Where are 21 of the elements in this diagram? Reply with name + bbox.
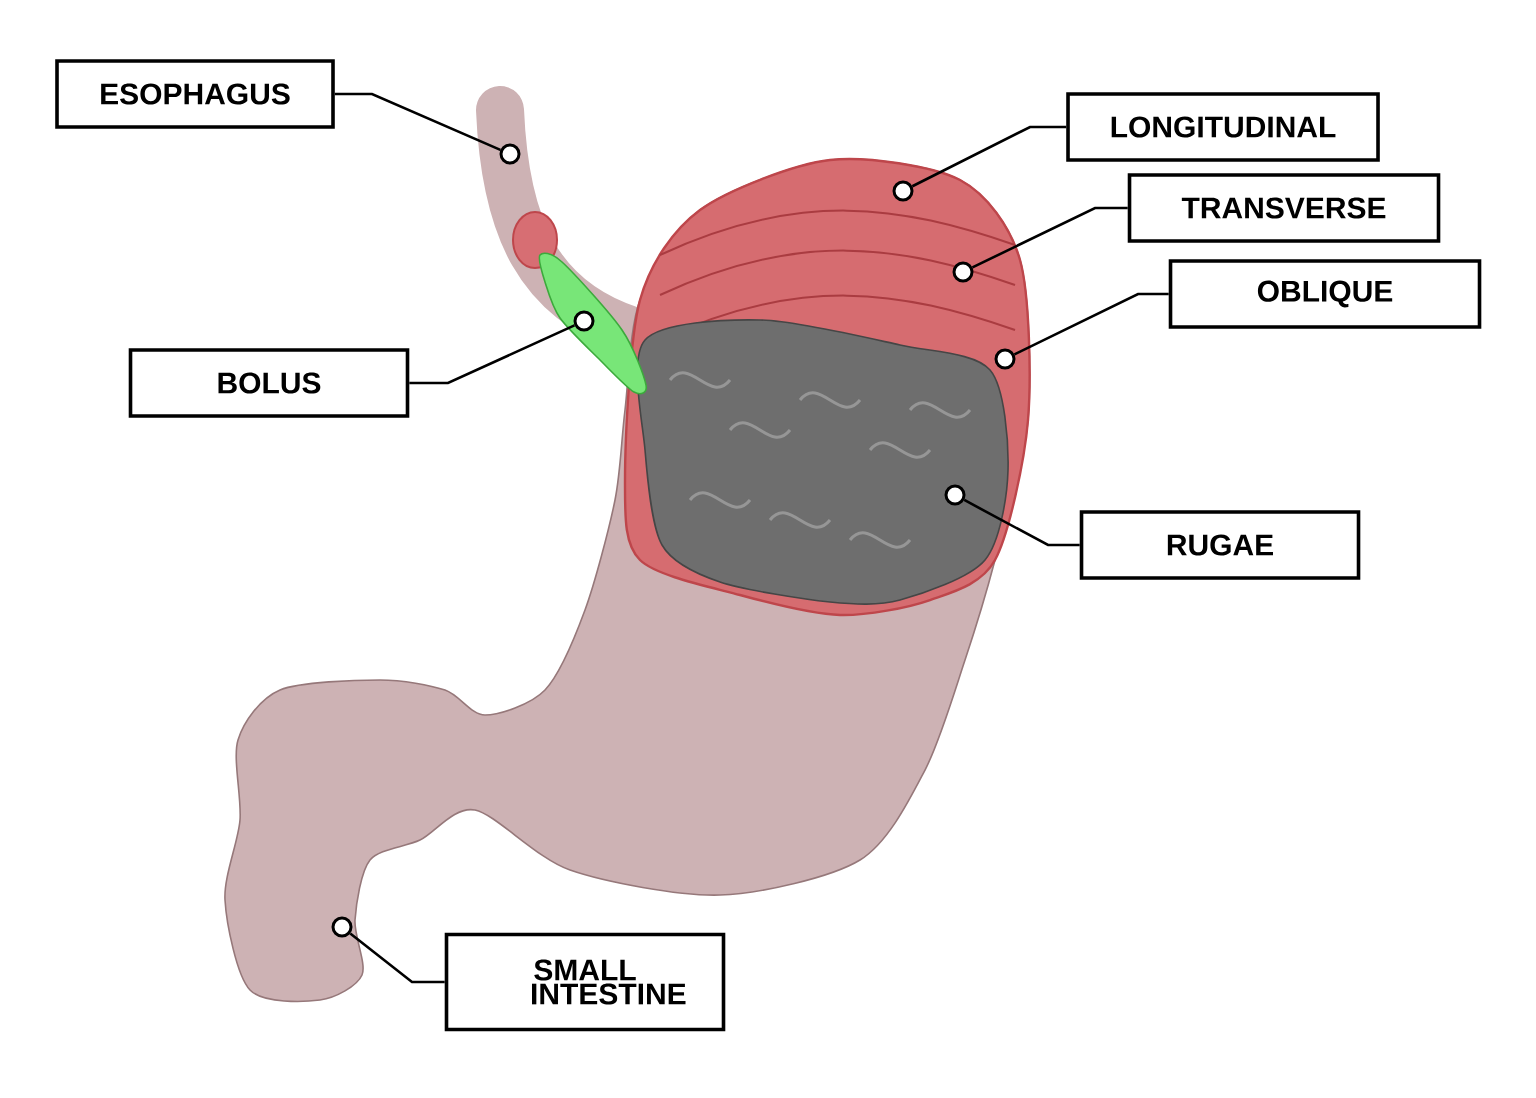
pointer-dot [944,484,966,506]
leader-line [334,92,501,151]
pointer-dot [499,143,521,165]
label-box: BOLUS [128,348,410,418]
label-box: ESOPHAGUS [55,59,335,129]
label-box: TRANSVERSE [1127,173,1441,243]
pointer-dot [952,261,974,283]
pointer-dot [994,348,1016,370]
pointer-dot [573,310,595,332]
leader-line [1013,292,1169,356]
leader-line [911,125,1067,188]
leader-line [409,324,575,385]
leader-line [349,932,445,984]
pointer-dot [331,916,353,938]
label-box: OBLIQUE [1168,259,1482,329]
leader-line [971,206,1128,269]
label-box: LONGITUDINAL [1066,92,1380,162]
leader-line [963,498,1080,547]
pointer-dot [892,180,914,202]
label-box: SMALL INTESTINE [444,932,726,1032]
label-box: RUGAE [1079,510,1361,580]
